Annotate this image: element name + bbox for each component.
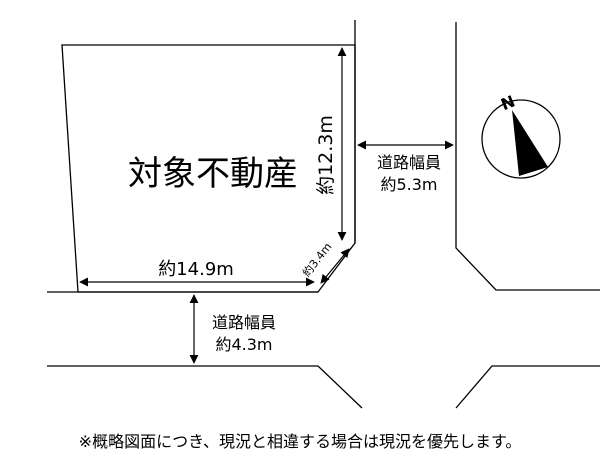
corner-cut-arrow bbox=[320, 248, 350, 284]
north-arrow-icon: N bbox=[481, 92, 561, 179]
frontage-label: 約14.9m bbox=[158, 259, 234, 280]
south-road-label: 道路幅員 bbox=[212, 313, 276, 332]
south-road-south-edge-right bbox=[455, 365, 600, 409]
property-label: 対象不動産 bbox=[128, 154, 298, 194]
south-road-south-edge-left bbox=[47, 365, 363, 409]
depth-label: 約12.3m bbox=[315, 115, 337, 195]
road-edges bbox=[47, 20, 600, 409]
disclaimer-note: ※概略図面につき、現況と相違する場合は現況を優先します。 bbox=[78, 432, 522, 451]
east-road-label: 道路幅員 bbox=[377, 153, 441, 172]
east-road-east-edge bbox=[455, 22, 600, 291]
south-road-width: 約4.3m bbox=[215, 335, 272, 354]
east-road-width: 約5.3m bbox=[380, 175, 437, 194]
compass-north-letter: N bbox=[498, 92, 518, 115]
dimension-lines bbox=[79, 47, 454, 364]
